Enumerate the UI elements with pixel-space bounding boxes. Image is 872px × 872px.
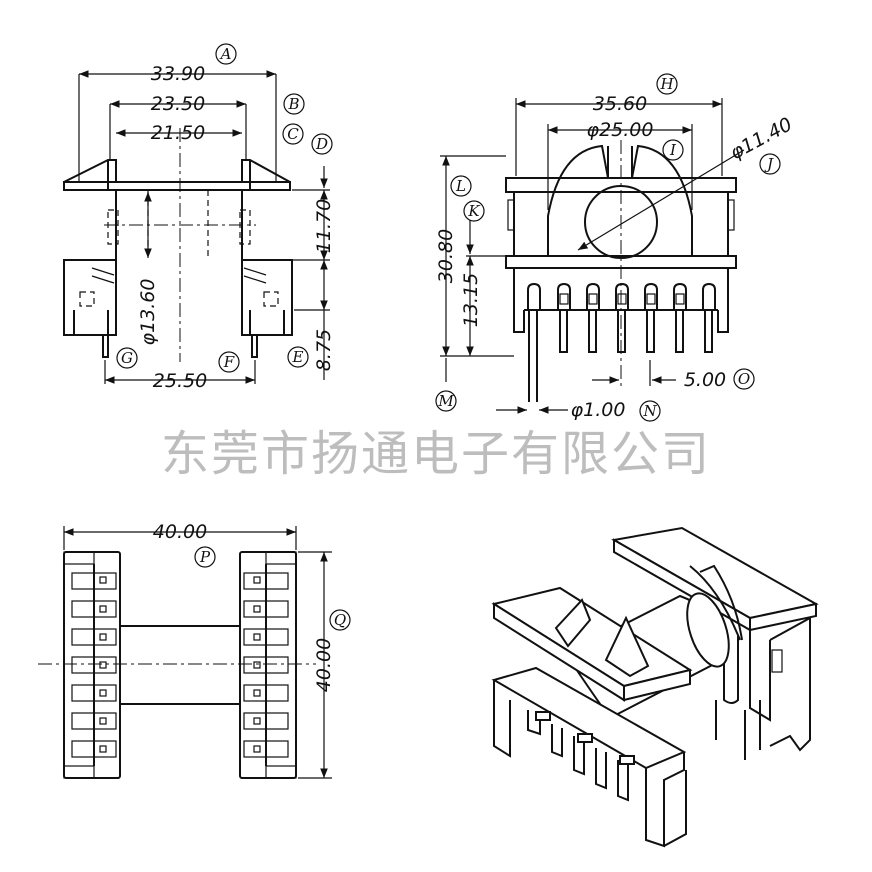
label-b: B bbox=[287, 95, 299, 113]
front-labels: A B C D E F G bbox=[116, 43, 333, 373]
dim-35-60: 35.60 bbox=[593, 93, 647, 115]
label-a: A bbox=[219, 45, 232, 63]
company-watermark: 东莞市扬通电子有限公司 bbox=[161, 426, 711, 482]
dim-phi-25-00: φ25.00 bbox=[587, 119, 654, 141]
label-f: F bbox=[223, 353, 235, 371]
dim-8-75: 8.75 bbox=[313, 329, 335, 371]
side-labels: H I J K L M N O bbox=[435, 73, 781, 422]
bottom-pins-left bbox=[71, 572, 117, 758]
dim-25-50: 25.50 bbox=[153, 370, 207, 392]
bottom-view bbox=[38, 551, 316, 779]
dim-5-00: 5.00 bbox=[684, 369, 726, 391]
side-pins bbox=[527, 282, 716, 402]
dim-11-70: 11.70 bbox=[313, 199, 335, 253]
label-c: C bbox=[287, 125, 299, 143]
label-h: H bbox=[659, 75, 674, 93]
label-j: J bbox=[764, 155, 774, 173]
front-dims: 33.90 23.50 21.50 11.70 8.75 φ13.60 25.5… bbox=[78, 63, 335, 392]
label-o: O bbox=[738, 370, 750, 388]
dim-23-50: 23.50 bbox=[151, 93, 205, 115]
bottom-dims: 40.00 40.00 bbox=[63, 521, 335, 779]
label-l: L bbox=[455, 177, 466, 195]
dim-13-15: 13.15 bbox=[460, 273, 482, 327]
dim-phi-1-00: φ1.00 bbox=[571, 399, 626, 421]
front-view bbox=[63, 128, 293, 362]
label-n: N bbox=[642, 402, 657, 420]
label-m: M bbox=[437, 392, 454, 410]
iso-pins bbox=[527, 710, 635, 802]
side-view bbox=[505, 140, 737, 402]
label-i: I bbox=[669, 141, 677, 159]
label-p: P bbox=[199, 548, 211, 566]
label-k: K bbox=[467, 202, 480, 220]
label-d: D bbox=[315, 135, 328, 153]
label-e: E bbox=[292, 348, 304, 366]
isometric-view bbox=[491, 526, 819, 848]
dim-30-80: 30.80 bbox=[435, 229, 457, 283]
dim-21-50: 21.50 bbox=[151, 122, 205, 144]
label-q: Q bbox=[334, 611, 346, 629]
dim-phi-13-60: φ13.60 bbox=[137, 279, 159, 346]
dim-40-00-vertical: 40.00 bbox=[313, 638, 335, 692]
bottom-pins-right bbox=[243, 572, 289, 758]
label-g: G bbox=[121, 349, 133, 367]
bottom-labels: P Q bbox=[194, 546, 351, 631]
dim-phi-11-40: φ11.40 bbox=[726, 113, 795, 164]
dim-40-00-horizontal: 40.00 bbox=[153, 521, 207, 543]
dim-33-90: 33.90 bbox=[151, 63, 205, 85]
